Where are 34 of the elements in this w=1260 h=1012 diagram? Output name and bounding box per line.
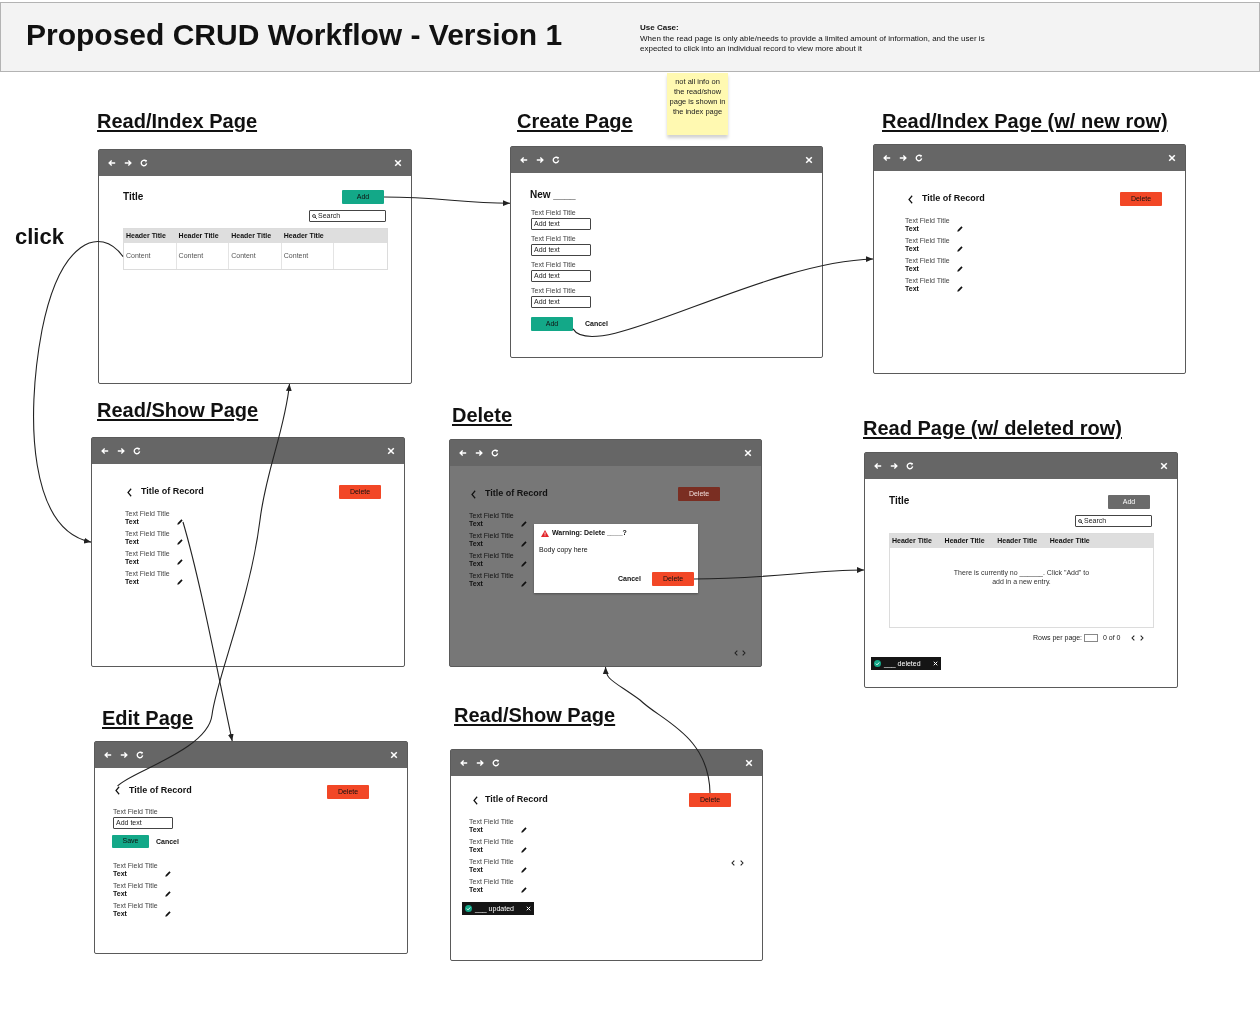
record-title: Title of Record xyxy=(485,794,548,805)
chevron-left-icon xyxy=(115,786,120,795)
toast-notification xyxy=(462,902,534,915)
arrow xyxy=(693,567,865,580)
screen-title: Title xyxy=(123,191,144,203)
page-heading: Create Page xyxy=(517,109,633,133)
arrow xyxy=(603,666,711,794)
warning-dialog xyxy=(534,524,698,593)
data-table xyxy=(889,533,1154,628)
record-title: Title of Record xyxy=(922,193,985,204)
data-table xyxy=(123,228,388,270)
screen-title: Title xyxy=(889,495,910,507)
use-case-heading: Use Case: xyxy=(640,23,679,33)
record-title: Title of Record xyxy=(485,488,548,499)
arrow xyxy=(383,196,511,207)
arrow xyxy=(182,521,234,742)
pencil-icon xyxy=(177,519,183,525)
page-heading: Read/Show Page xyxy=(97,398,259,422)
toast-notification xyxy=(871,657,941,670)
arrow xyxy=(572,256,874,338)
diagram-title: Proposed CRUD Workflow - Version 1 xyxy=(26,17,563,53)
page-heading: Read/Index Page xyxy=(97,109,258,133)
page-heading: Read/Index Page (w/ new row) xyxy=(882,109,1168,133)
page-heading: Read/Show Page xyxy=(454,703,616,727)
arrow xyxy=(116,383,292,787)
page-heading: Edit Page xyxy=(102,706,194,730)
page-heading: Read Page (w/ deleted row) xyxy=(863,416,1122,440)
arrow xyxy=(33,241,124,543)
record-title: Title of Record xyxy=(129,785,192,796)
screen-title: New ____ xyxy=(530,189,576,201)
use-case-text: When the read page is only able/needs to provide a limited amount of information, and the user is expected to click into an individual record to view more about it xyxy=(640,34,986,54)
record-title: Title of Record xyxy=(141,486,204,497)
page-heading: Delete xyxy=(452,403,513,427)
header-banner xyxy=(0,2,1260,72)
